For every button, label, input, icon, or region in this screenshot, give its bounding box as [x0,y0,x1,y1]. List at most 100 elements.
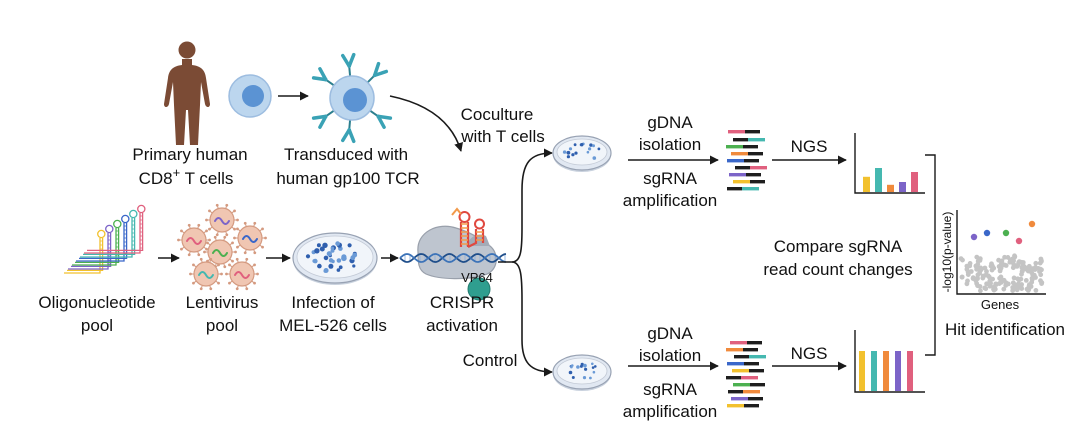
gene-dot [975,283,980,289]
virus-spike-tip [187,253,191,257]
gene-dot [958,256,964,261]
fragment-segment [745,130,760,134]
virus-spike-tip [205,247,208,251]
cell-dot [323,269,327,273]
gene-dot [1001,277,1007,283]
tcr-receptor-icon [368,109,393,129]
oligo-strand-line [72,228,117,266]
hit-gene-dot [983,229,991,237]
hit-scatter-plot [956,210,1046,295]
read-count-bar [895,351,901,391]
cell-dot [571,364,574,367]
cell-dot [313,258,318,264]
gene-dot [965,272,971,277]
oligo-strand-line [80,218,133,258]
gene-dot [975,261,981,267]
guide-rna-stem [459,222,470,247]
virus-spike-tip [253,221,257,225]
virus-spike-tip [215,203,219,207]
tcr-arm [341,128,351,143]
bottom-gdna-label: gDNA [647,324,693,343]
sgrna-fragment [731,397,763,401]
gene-dot [974,266,979,272]
gene-dot [1012,282,1018,287]
dna-strand [399,253,507,263]
cell-dot [314,248,320,254]
fragment-segment [727,404,744,408]
cell-dot [568,370,573,375]
vp64-label: VP64 [461,270,493,285]
transduction-label-line2: human gp100 TCR [276,169,419,188]
virus-spike-tip [189,272,192,276]
cell-dot [568,147,573,151]
gene-dot [967,261,973,266]
cell-dot [566,150,571,155]
gene-dot [999,258,1005,264]
oligonucleotide-pool-icon [64,204,146,274]
cd8-t-cell-icon [228,74,272,118]
crispr-activation-complex-icon [399,207,507,301]
fragment-segment [728,390,743,394]
fragment-segment [743,145,758,149]
fragment-segment [749,369,764,373]
fragment-segment [734,355,749,359]
tcr-arm [318,67,328,82]
gene-dot [1019,269,1025,274]
fragment-segment [743,390,760,394]
virus-spike-tip [206,241,209,245]
sgrna-fragment [726,376,758,380]
bottom-isolation-label: isolation [639,346,701,365]
cell-dot [352,264,356,268]
guide-rna-loop [458,211,471,223]
gene-dot [985,273,991,279]
virus-spike-tip [180,247,183,251]
oligo-hairpin-loop [121,214,130,224]
primary-cells-label: Primary human [132,145,247,164]
lentivirus-pool-icon [177,203,267,291]
read-count-bar [859,351,865,391]
fragment-segment [744,362,759,366]
plot-axes [956,210,1046,295]
tcr-receptor-icon [366,61,389,84]
virus-spike-tip [236,227,239,231]
sgrna-fragment [727,362,759,366]
virus-rna [186,237,202,245]
gene-dot [988,280,993,286]
fragment-segment [746,173,761,177]
gene-dot [1002,254,1007,260]
top-ngs-label: NGS [791,137,828,156]
virus-spike-tip [192,281,195,285]
tcr-arm [372,69,389,78]
control-label: Control [463,351,518,370]
oligo-strand-line [75,228,120,264]
gene-dot [990,276,995,282]
sgrna-fragment [735,166,767,170]
fragment-segment [726,376,741,380]
cell-dot [580,362,584,366]
sgrna-fragment [733,383,765,387]
virus-spike-tip [180,229,183,233]
fragment-segment [747,341,762,345]
fragment-segment [744,404,759,408]
cell-dot [592,144,595,148]
cell-dot [336,268,341,272]
cell-dot [597,147,601,151]
human-figure-icon [164,41,210,145]
cell-dot [583,363,587,368]
virus-spike-tip [217,263,220,267]
gene-dot [1038,256,1044,262]
gene-dot [1020,260,1026,265]
virus-spike-tip [192,263,195,267]
virus-spike-tip [235,257,239,261]
oligo-hairpin-loop [129,209,138,219]
read-count-bar [863,176,870,192]
oligo-hairpin-loop [105,224,114,234]
virus-spike-tip [253,251,257,255]
sgrna-fragment [726,348,758,352]
tcr-receptor-icon [341,118,356,144]
cell-dot [326,251,332,257]
fragment-segment [743,348,758,352]
virus-spike-tip [236,218,239,222]
virus-spike-tip [225,233,229,237]
gene-dot [959,274,965,280]
